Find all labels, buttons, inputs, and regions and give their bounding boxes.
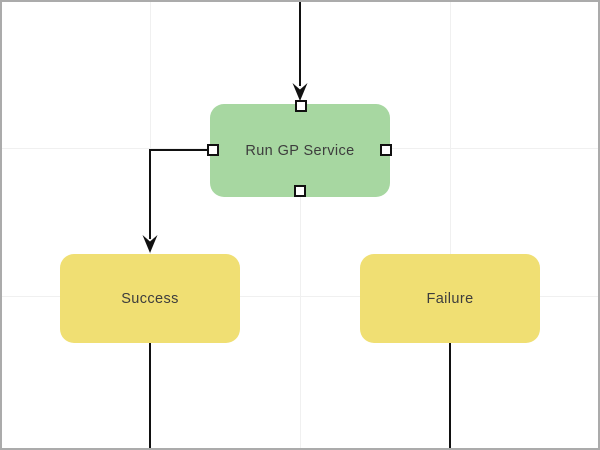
connector-rungp-to-success[interactable]: [149, 149, 209, 239]
gridline-vertical: [450, 2, 451, 448]
connection-handle-left[interactable]: [207, 144, 219, 156]
node-failure-label: Failure: [426, 290, 474, 307]
arrowhead-into-rungp: [292, 83, 308, 101]
connection-handle-right[interactable]: [380, 144, 392, 156]
node-failure[interactable]: Failure: [360, 254, 540, 343]
connection-handle-bottom[interactable]: [294, 185, 306, 197]
arrowhead-into-success: [142, 235, 158, 253]
node-success-label: Success: [121, 290, 179, 307]
gridline-vertical: [300, 2, 301, 448]
connection-handle-top[interactable]: [295, 100, 307, 112]
node-run-gp-service-label: Run GP Service: [245, 142, 355, 159]
gridline-horizontal: [2, 296, 598, 297]
node-run-gp-service[interactable]: Run GP Service: [207, 100, 392, 197]
node-success[interactable]: Success: [60, 254, 240, 343]
